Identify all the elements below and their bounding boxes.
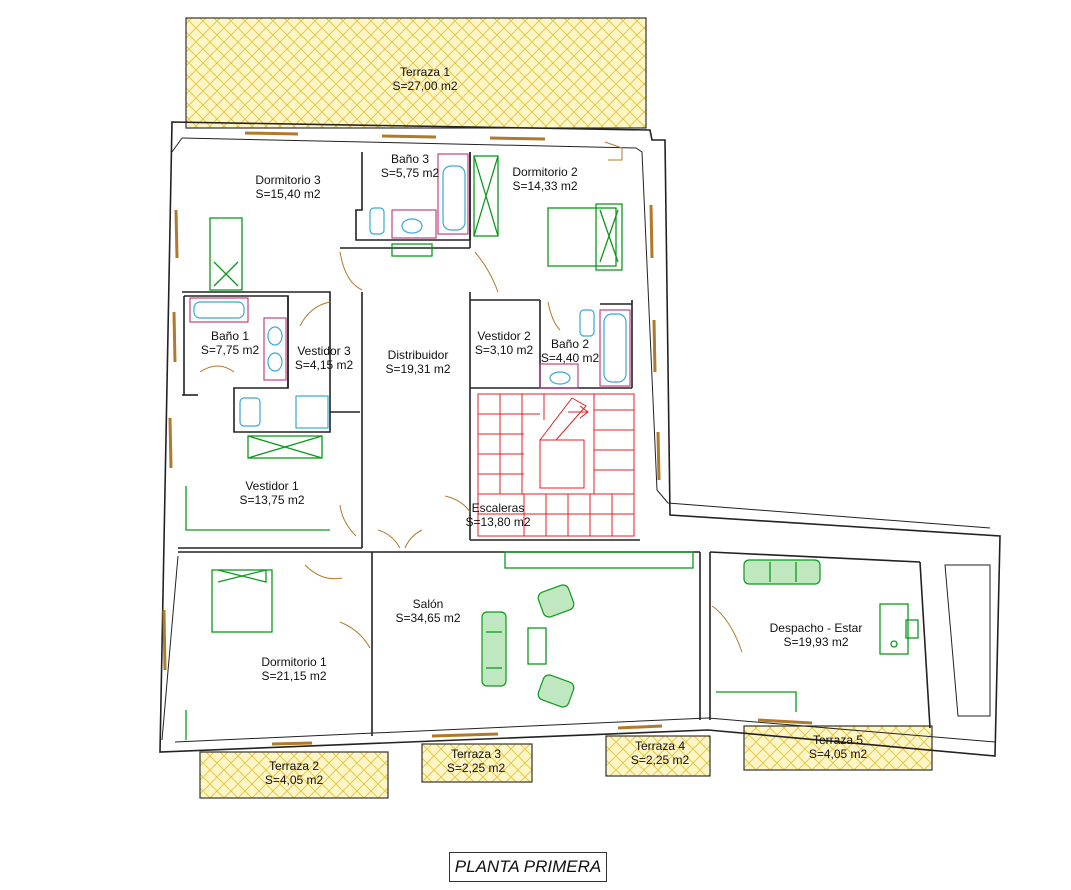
dormitorio1-name: Dormitorio 1	[261, 655, 327, 669]
bano3-name: Baño 3	[391, 152, 429, 166]
terraza1-area	[185, 17, 647, 129]
terraza2-area	[199, 751, 389, 799]
bano2-name: Baño 2	[551, 337, 589, 351]
terraza2-area-value: S=4,05 m2	[265, 773, 324, 787]
sanitary	[189, 153, 631, 429]
dormitorio2-name: Dormitorio 2	[512, 165, 578, 179]
room-labels: Terraza 1 S=27,00 m2 Dormitorio 3 S=15,4…	[201, 65, 868, 787]
dormitorio1-area-value: S=21,15 m2	[261, 669, 326, 683]
terraces	[185, 17, 933, 799]
vestidor2-area-value: S=3,10 m2	[475, 343, 534, 357]
doors	[199, 141, 743, 653]
escaleras-area-value: S=13,80 m2	[465, 515, 530, 529]
terraza3-area	[421, 743, 533, 783]
terraza3-area-value: S=2,25 m2	[447, 761, 506, 775]
dormitorio3-area-value: S=15,40 m2	[255, 187, 320, 201]
salon-area-value: S=34,65 m2	[395, 611, 460, 625]
bano1-name: Baño 1	[211, 329, 249, 343]
terraza5-name: Terraza 5	[813, 733, 863, 747]
despacho-area-value: S=19,93 m2	[783, 635, 848, 649]
furniture	[185, 155, 919, 740]
windows	[162, 131, 813, 746]
stairs	[477, 393, 635, 537]
distribuidor-area-value: S=19,31 m2	[385, 362, 450, 376]
terraza3-name: Terraza 3	[451, 747, 501, 761]
vestidor1-name: Vestidor 1	[245, 479, 299, 493]
terraza4-area	[605, 735, 711, 777]
exterior-walls	[159, 121, 1001, 757]
plan-title: PLANTA PRIMERA	[449, 852, 607, 882]
terraza4-area-value: S=2,25 m2	[631, 753, 690, 767]
bano2-area-value: S=4,40 m2	[541, 351, 600, 365]
salon-name: Salón	[413, 597, 444, 611]
vestidor3-area-value: S=4,15 m2	[295, 358, 354, 372]
bano3-area-value: S=5,75 m2	[381, 166, 440, 180]
vestidor2-name: Vestidor 2	[477, 329, 531, 343]
escaleras-name: Escaleras	[472, 501, 525, 515]
bano1-area-value: S=7,75 m2	[201, 343, 260, 357]
vestidor1-area-value: S=13,75 m2	[239, 493, 304, 507]
despacho-name: Despacho - Estar	[770, 621, 863, 635]
terraza1-name: Terraza 1	[400, 65, 450, 79]
vestidor3-name: Vestidor 3	[297, 344, 351, 358]
terraza4-name: Terraza 4	[635, 739, 685, 753]
terraza2-name: Terraza 2	[269, 759, 319, 773]
distribuidor-name: Distribuidor	[388, 348, 449, 362]
terraza5-area-value: S=4,05 m2	[809, 747, 868, 761]
dormitorio2-area-value: S=14,33 m2	[512, 179, 577, 193]
terraza1-area-value: S=27,00 m2	[392, 79, 457, 93]
dormitorio3-name: Dormitorio 3	[255, 173, 321, 187]
